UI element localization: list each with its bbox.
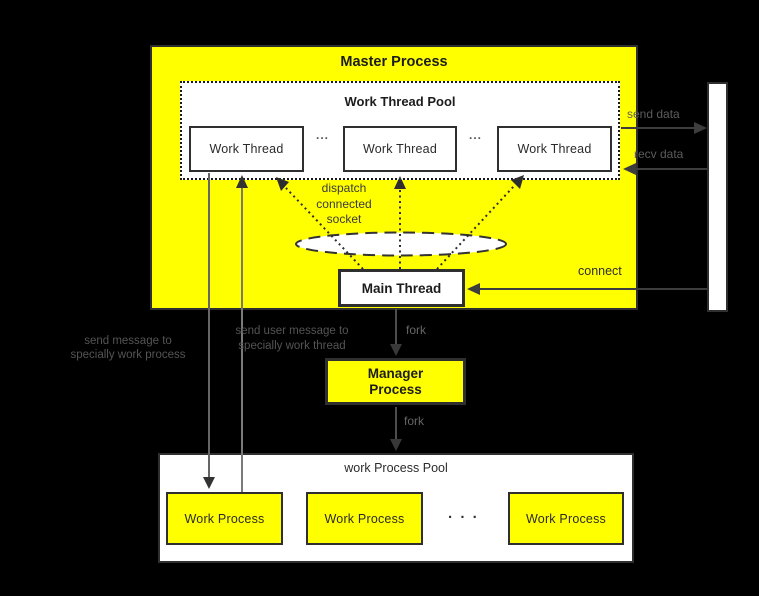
work-process-box-1: Work Process — [166, 492, 283, 545]
work-process-label-2: Work Process — [324, 511, 405, 526]
send-user-message-label-line1: send user message to — [235, 325, 349, 337]
process-ellipsis: . . . — [448, 505, 479, 522]
send-message-label-line1: send message to — [84, 335, 172, 347]
recv-data-label: recv data — [634, 147, 684, 161]
master-process-title: Master Process — [340, 54, 448, 70]
work-process-pool-title: work Process Pool — [344, 461, 448, 475]
dispatch-label: dispatch connected socket — [302, 181, 386, 228]
manager-process-label-line1: Manager — [367, 365, 424, 381]
send-user-message-label-line2: specially work thread — [238, 340, 346, 352]
dispatch-label-line3: socket — [326, 212, 362, 226]
send-user-message-label: send user message to specially work thre… — [212, 324, 372, 354]
manager-process-box: Manager Process — [325, 358, 466, 405]
work-thread-label-3: Work Thread — [517, 142, 592, 156]
main-thread-label: Main Thread — [361, 280, 442, 296]
thread-ellipsis-1: ... — [316, 128, 330, 142]
send-data-arrowhead — [694, 122, 707, 134]
fork-top-arrowhead — [390, 344, 402, 356]
work-thread-box-3: Work Thread — [497, 126, 612, 172]
fork-bottom-label: fork — [404, 414, 425, 428]
work-thread-box-2: Work Thread — [343, 126, 457, 172]
work-thread-pool-title: Work Thread Pool — [344, 94, 456, 109]
work-thread-label-1: Work Thread — [209, 142, 284, 156]
connect-label: connect — [578, 264, 622, 278]
client-bar — [707, 82, 728, 312]
dispatch-label-line1: dispatch — [321, 181, 367, 195]
main-thread-box: Main Thread — [338, 269, 465, 307]
work-thread-box-1: Work Thread — [189, 126, 304, 172]
send-message-label: send message to specially work process — [48, 335, 208, 362]
manager-process-label-line2: Process — [369, 381, 422, 397]
work-process-label-3: Work Process — [526, 511, 606, 526]
fork-bottom-arrowhead — [390, 439, 402, 451]
work-process-label-1: Work Process — [184, 511, 265, 526]
send-message-label-line2: specially work process — [70, 348, 186, 361]
work-process-box-3: Work Process — [508, 492, 624, 545]
send-data-label: send data — [627, 107, 680, 121]
thread-ellipsis-2: ... — [469, 128, 483, 142]
fork-top-label: fork — [406, 323, 427, 337]
work-process-box-2: Work Process — [306, 492, 423, 545]
work-thread-label-2: Work Thread — [363, 142, 437, 156]
dispatch-label-line2: connected — [316, 196, 372, 211]
